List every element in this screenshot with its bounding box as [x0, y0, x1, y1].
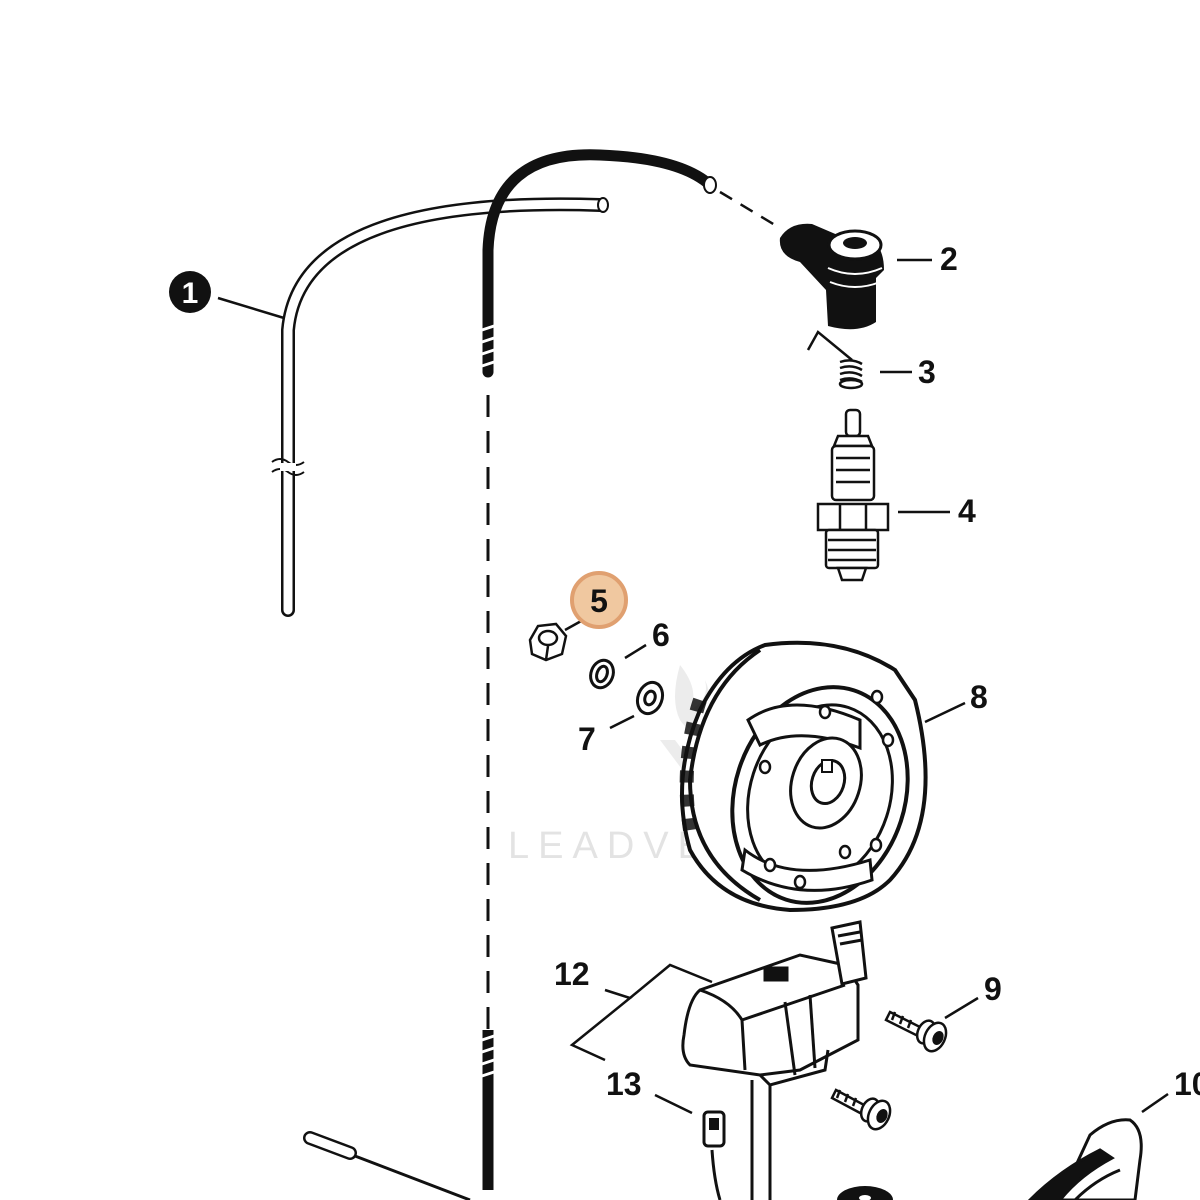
part-1-fuel-hose[interactable] — [271, 197, 609, 617]
leader-1 — [217, 296, 285, 320]
leader-13 — [654, 1093, 693, 1115]
part-7-washer[interactable] — [633, 679, 666, 717]
callout-2[interactable]: 2 — [940, 241, 958, 277]
callout-1[interactable]: 1 — [169, 271, 211, 313]
callout-3[interactable]: 3 — [918, 354, 936, 390]
part-9-screw-lower[interactable] — [830, 1088, 894, 1133]
part-3-spring[interactable] — [806, 330, 864, 390]
part-12-ignition-module[interactable] — [681, 920, 868, 1087]
callout-9[interactable]: 9 — [984, 971, 1002, 1007]
part-5-nut[interactable] — [528, 622, 568, 662]
part-10-housing[interactable] — [1027, 1118, 1143, 1200]
callout-7[interactable]: 7 — [578, 721, 596, 757]
callout-8[interactable]: 8 — [970, 679, 988, 715]
part-8-flywheel[interactable] — [679, 640, 935, 926]
callout-13[interactable]: 13 — [606, 1066, 642, 1102]
callout-1-label: 1 — [182, 277, 199, 310]
leader-12 — [569, 963, 713, 1062]
part-9-screw-upper[interactable] — [884, 1010, 950, 1055]
callout-10[interactable]: 10 — [1174, 1066, 1200, 1102]
ignition-lead — [481, 149, 776, 1190]
part-13-connector[interactable] — [702, 1110, 726, 1148]
part-4-spark-plug[interactable] — [816, 408, 890, 582]
leader-7 — [609, 714, 635, 730]
callout-4[interactable]: 4 — [958, 493, 976, 529]
leader-9 — [944, 996, 979, 1020]
callout-12[interactable]: 12 — [554, 956, 590, 992]
ground-cable — [303, 1131, 471, 1200]
part-12-ignition-cable — [710, 1080, 772, 1200]
leader-6 — [624, 643, 647, 660]
part-2-spark-plug-boot[interactable] — [779, 223, 884, 330]
callout-6[interactable]: 6 — [652, 617, 670, 653]
leader-8 — [924, 701, 966, 724]
callout-5[interactable]: 5 — [570, 571, 628, 629]
part-6-spring-washer[interactable] — [587, 657, 617, 691]
callout-5-label: 5 — [590, 583, 608, 619]
leader-10 — [1141, 1092, 1169, 1114]
bottom-fitting — [837, 1186, 893, 1200]
